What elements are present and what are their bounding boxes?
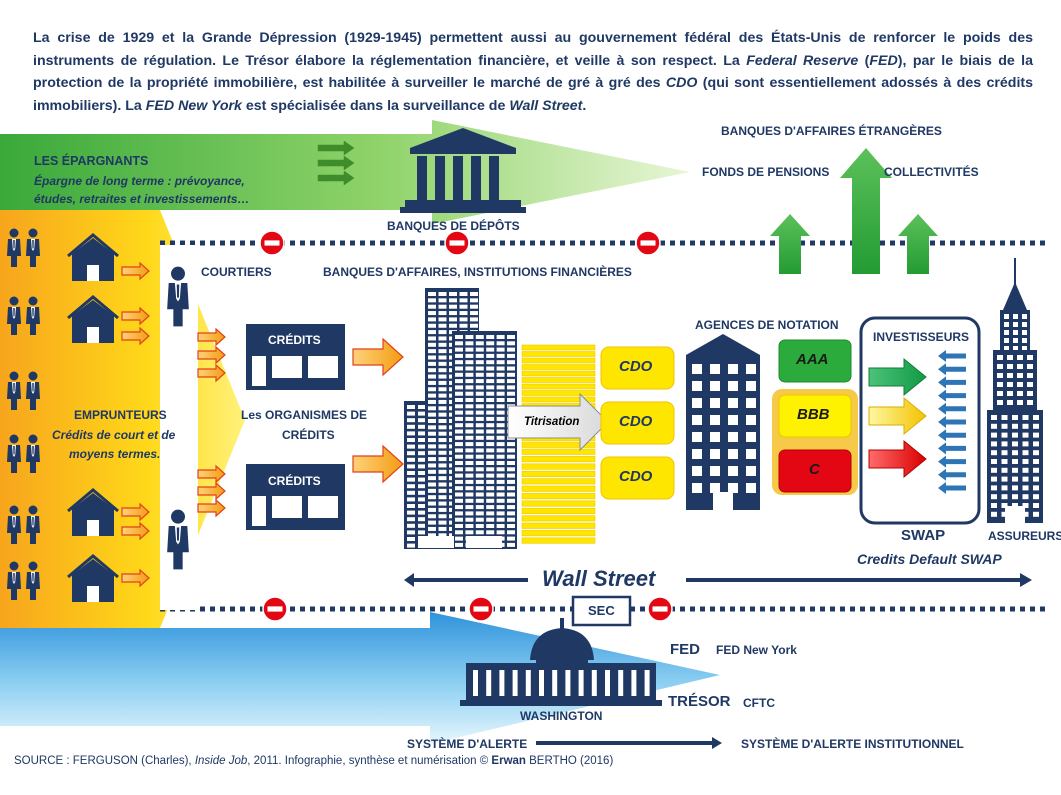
epargne-line2: études, retraites et investissements…	[34, 192, 250, 206]
cds-label: Credits Default SWAP	[857, 551, 1002, 567]
banques-depots-label: BANQUES DE DÉPÔTS	[387, 219, 520, 233]
credit-office-icon	[246, 324, 345, 390]
systeme-alerte-institutionnel-label: SYSTÈME D'ALERTE INSTITUTIONNEL	[741, 737, 964, 751]
rating-c-box	[778, 449, 852, 493]
up-arrow-icon	[898, 214, 938, 274]
emprunteurs-line2: moyens termes.	[69, 447, 161, 461]
sec-box	[571, 595, 632, 627]
fed-label: FED	[670, 641, 700, 658]
credits-label: CRÉDITS	[268, 333, 321, 347]
cdo-label: CDO	[619, 358, 653, 375]
rating-aaa-box	[778, 339, 852, 383]
banques-affaires-label: BANQUES D'AFFAIRES, INSTITUTIONS FINANCI…	[323, 265, 632, 279]
red-arrow-icon	[868, 439, 927, 479]
no-entry-icon	[444, 230, 470, 256]
cdo-label: CDO	[619, 413, 653, 430]
cdo-box	[600, 401, 675, 445]
systeme-alerte-label: SYSTÈME D'ALERTE	[407, 737, 528, 751]
washington-label: WASHINGTON	[520, 709, 603, 723]
investisseurs-label: INVESTISSEURS	[873, 330, 970, 344]
credit-office-icon	[246, 464, 345, 530]
orange-arrow-icon	[352, 337, 404, 377]
wall-street-label: Wall Street	[542, 566, 656, 591]
no-entry-icon	[259, 230, 285, 256]
titrisation-label: Titrisation	[524, 416, 580, 428]
organismes-line1: Les ORGANISMES DE	[241, 408, 368, 422]
wall-street-right-arrow	[686, 573, 1032, 587]
no-entry-icon	[468, 596, 494, 622]
no-entry-icon	[635, 230, 661, 256]
emprunteurs-line1: Crédits de court et de	[52, 428, 176, 442]
cftc-label: CFTC	[743, 696, 775, 710]
agences-notation-label: AGENCES DE NOTATION	[695, 318, 839, 332]
orange-arrow-icon	[352, 444, 404, 484]
tresor-label: TRÉSOR	[668, 693, 731, 710]
organismes-line2: CRÉDITS	[282, 428, 335, 442]
rating-agency-building-icon	[686, 334, 760, 510]
assureurs-label: ASSUREURS	[988, 529, 1061, 543]
collectivites-label: COLLECTIVITÉS	[884, 165, 979, 179]
cdo-box	[600, 456, 675, 500]
cdo-label: CDO	[619, 468, 653, 485]
emprunteurs-label: EMPRUNTEURS	[74, 408, 167, 422]
courtiers-label: COURTIERS	[201, 265, 272, 279]
fonds-pensions-label: FONDS DE PENSIONS	[702, 165, 830, 179]
up-arrow-icon	[840, 148, 892, 274]
swap-arrows	[938, 350, 966, 494]
wall-street-left-arrow	[404, 573, 528, 587]
aaa-label: AAA	[796, 351, 829, 368]
bank-temple-icon	[400, 128, 526, 213]
insurer-skyscraper-icon	[987, 258, 1043, 523]
sec-label: SEC	[588, 603, 615, 618]
fed-new-york-label: FED New York	[716, 643, 797, 657]
bank-towers-icon	[404, 288, 517, 549]
green-arrow-icon	[868, 357, 927, 397]
up-arrow-icon	[770, 214, 810, 274]
capitol-icon	[460, 618, 662, 706]
banques-etrangeres-label: BANQUES D'AFFAIRES ÉTRANGÈRES	[721, 124, 942, 138]
swap-label: SWAP	[901, 527, 946, 544]
epargne-line1: Épargne de long terme : prévoyance,	[34, 174, 245, 188]
source-credit: SOURCE : FERGUSON (Charles), Inside Job,…	[14, 755, 614, 767]
no-entry-icon	[262, 596, 288, 622]
intro-paragraph: La crise de 1929 et la Grande Dépression…	[33, 30, 1034, 114]
credits-label: CRÉDITS	[268, 474, 321, 488]
no-entry-icon	[647, 596, 673, 622]
bbb-label: BBB	[797, 406, 830, 423]
rating-bbb-box	[778, 394, 852, 438]
alert-arrow	[536, 737, 722, 749]
yellow-arrow-icon	[868, 396, 927, 436]
cdo-box	[600, 346, 675, 390]
c-label: C	[809, 461, 820, 478]
epargnants-label: LES ÉPARGNANTS	[34, 154, 149, 168]
titrisation-arrow	[507, 392, 609, 452]
